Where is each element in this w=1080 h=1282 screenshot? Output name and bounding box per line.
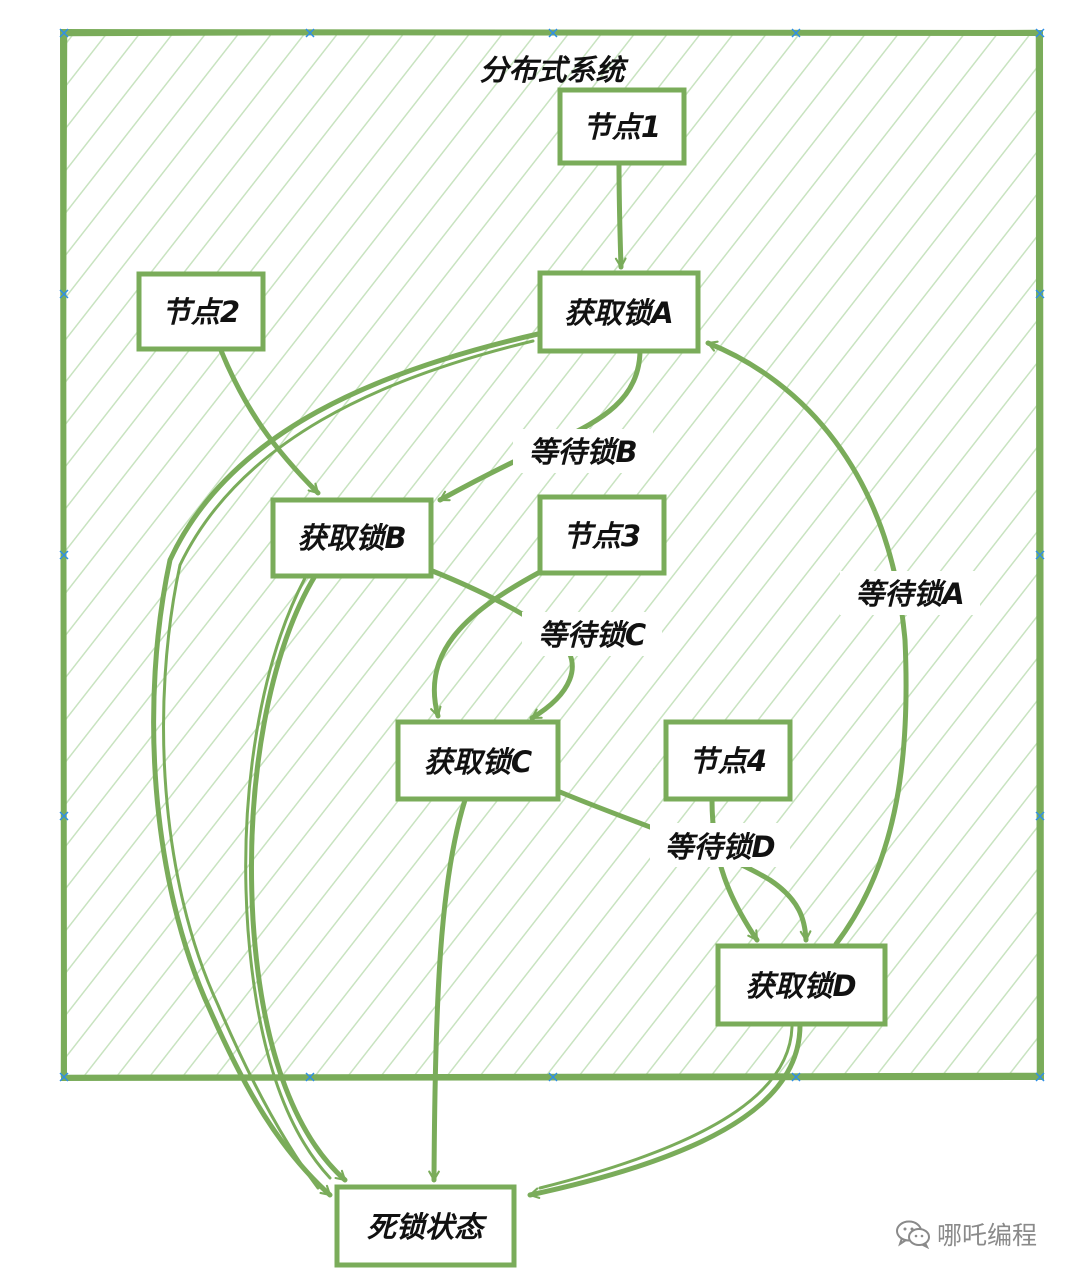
edge-label-wait-b-text: 等待锁B xyxy=(528,435,637,469)
edge-node3-lockC xyxy=(430,569,543,719)
edge-label-wait-d-text: 等待锁D xyxy=(664,830,775,864)
edge-label-wait-c-text: 等待锁C xyxy=(538,618,646,652)
wechat-icon xyxy=(896,1220,930,1249)
edge-lockA-deadlock xyxy=(151,331,541,1198)
node-lock-d[interactable]: 获取锁D xyxy=(715,943,888,1027)
node-lock-c-label: 获取锁C xyxy=(424,745,532,779)
node-lock-a[interactable]: 获取锁A xyxy=(537,270,701,354)
node-1[interactable]: 节点1 xyxy=(557,87,687,166)
edge-label-wait-b: 等待锁B xyxy=(513,429,653,473)
edge-lockB-deadlock-sketch xyxy=(244,576,332,1180)
edge-lockA-deadlock-sketch xyxy=(162,339,535,1190)
edge-lockD-lockA xyxy=(705,340,909,947)
edge-node2-lockB xyxy=(217,345,321,496)
edge-node1-lockA xyxy=(614,161,627,270)
node-deadlock[interactable]: 死锁状态 xyxy=(334,1184,517,1268)
edge-label-wait-c: 等待锁C xyxy=(522,612,662,656)
node-4[interactable]: 节点4 xyxy=(663,719,793,802)
system-title: 分布式系统 xyxy=(479,53,629,87)
watermark: 哪吒编程 xyxy=(895,1214,1070,1254)
node-3-label: 节点3 xyxy=(563,519,641,553)
node-deadlock-label: 死锁状态 xyxy=(367,1210,488,1244)
node-lock-b[interactable]: 获取锁B xyxy=(270,497,434,579)
node-3[interactable]: 节点3 xyxy=(537,494,667,576)
watermark-text: 哪吒编程 xyxy=(937,1221,1038,1250)
edge-lockC-deadlock xyxy=(428,797,468,1183)
selection-handles[interactable] xyxy=(59,28,1045,1082)
edge-label-wait-a: 等待锁A xyxy=(840,571,980,615)
node-2-label: 节点2 xyxy=(162,295,240,329)
edge-label-wait-a-text: 等待锁A xyxy=(855,577,964,611)
edge-label-wait-d: 等待锁D xyxy=(650,823,790,867)
node-2[interactable]: 节点2 xyxy=(136,271,266,352)
node-lock-a-label: 获取锁A xyxy=(564,296,673,330)
edge-node4-lockD xyxy=(709,797,760,943)
node-lock-d-label: 获取锁D xyxy=(745,969,856,1003)
node-lock-b-label: 获取锁B xyxy=(297,521,406,555)
edge-lockD-deadlock xyxy=(527,1022,803,1199)
edge-lockB-deadlock xyxy=(249,573,348,1183)
edge-lockD-deadlock-sketch xyxy=(538,1025,794,1190)
node-4-label: 节点4 xyxy=(689,744,767,778)
node-lock-c[interactable]: 获取锁C xyxy=(395,719,561,802)
node-1-label: 节点1 xyxy=(583,110,661,144)
